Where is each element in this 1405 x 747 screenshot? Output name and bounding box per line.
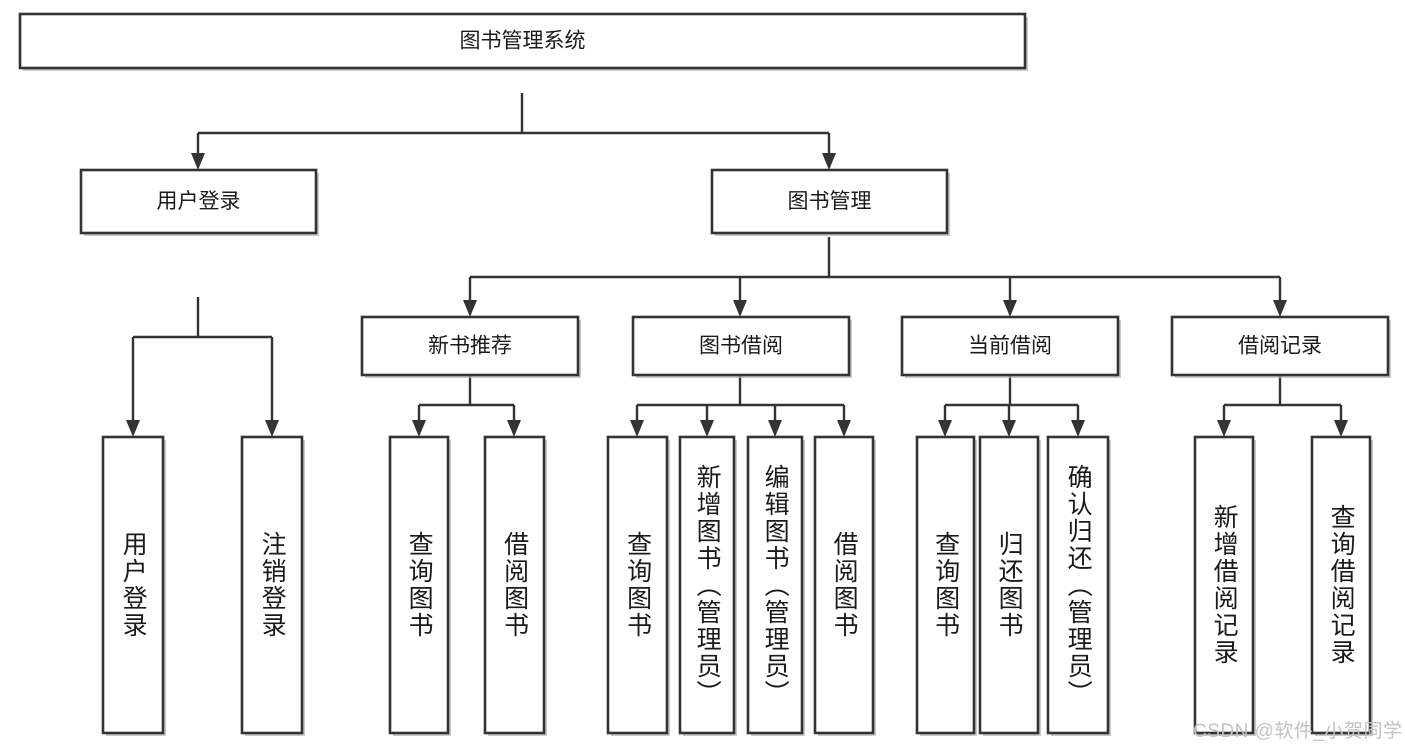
edge-arrowhead bbox=[630, 420, 644, 437]
leaf-node-box[interactable] bbox=[915, 435, 976, 735]
root-node-box[interactable] bbox=[18, 12, 1027, 70]
module-node-box[interactable] bbox=[1170, 315, 1390, 377]
edge-arrowhead bbox=[733, 300, 747, 317]
leaf-node-box[interactable] bbox=[606, 435, 669, 735]
leaf-node-box[interactable] bbox=[978, 435, 1040, 735]
branch-node-label: 用户登录 bbox=[157, 190, 241, 213]
module-node-label: 新书推荐 bbox=[428, 335, 512, 358]
edges-layer bbox=[126, 93, 1348, 437]
module-node-label: 借阅记录 bbox=[1238, 335, 1322, 358]
edge-arrowhead bbox=[507, 420, 521, 437]
edge-arrowhead bbox=[1002, 420, 1016, 437]
leaf-node-box[interactable] bbox=[1193, 435, 1255, 735]
branch-node-box[interactable] bbox=[79, 168, 318, 235]
branch-node-box[interactable] bbox=[710, 168, 949, 235]
module-node-label: 当前借阅 bbox=[968, 335, 1052, 358]
leaf-node-box[interactable] bbox=[101, 435, 165, 735]
edge-arrowhead bbox=[265, 420, 279, 437]
root-node-label: 图书管理系统 bbox=[460, 30, 586, 53]
watermark-text: CSDN @软件_小贺同学 bbox=[1193, 721, 1403, 742]
module-node-box[interactable] bbox=[900, 315, 1120, 377]
edge-arrowhead bbox=[1273, 300, 1287, 317]
leaf-node-box[interactable] bbox=[240, 435, 304, 735]
edge-arrowhead bbox=[1071, 420, 1085, 437]
edge-arrowhead bbox=[412, 420, 426, 437]
edge-arrowhead bbox=[1334, 420, 1348, 437]
edge-arrowhead bbox=[1217, 420, 1231, 437]
leaf-node-box[interactable] bbox=[1310, 435, 1372, 735]
edge-arrowhead bbox=[938, 420, 952, 437]
edge-arrowhead bbox=[837, 420, 851, 437]
boxes-layer bbox=[18, 12, 1391, 736]
leaf-node-box[interactable] bbox=[813, 435, 875, 735]
edge-arrowhead bbox=[700, 420, 714, 437]
branch-node-label: 图书管理 bbox=[788, 190, 872, 213]
leaf-node-box[interactable] bbox=[746, 435, 804, 735]
leaf-node-box[interactable] bbox=[1046, 435, 1110, 735]
leaf-node-box[interactable] bbox=[678, 435, 736, 735]
leaf-node-box[interactable] bbox=[388, 435, 450, 735]
leaf-node-box[interactable] bbox=[483, 435, 546, 735]
module-node-box[interactable] bbox=[631, 315, 851, 377]
edge-arrowhead bbox=[822, 153, 836, 170]
edge-arrowhead bbox=[1003, 300, 1017, 317]
module-node-box[interactable] bbox=[360, 315, 580, 377]
edge-arrowhead bbox=[463, 300, 477, 317]
module-node-label: 图书借阅 bbox=[699, 335, 783, 358]
edge-arrowhead bbox=[191, 153, 205, 170]
edge-arrowhead bbox=[126, 420, 140, 437]
edge-arrowhead bbox=[768, 420, 782, 437]
